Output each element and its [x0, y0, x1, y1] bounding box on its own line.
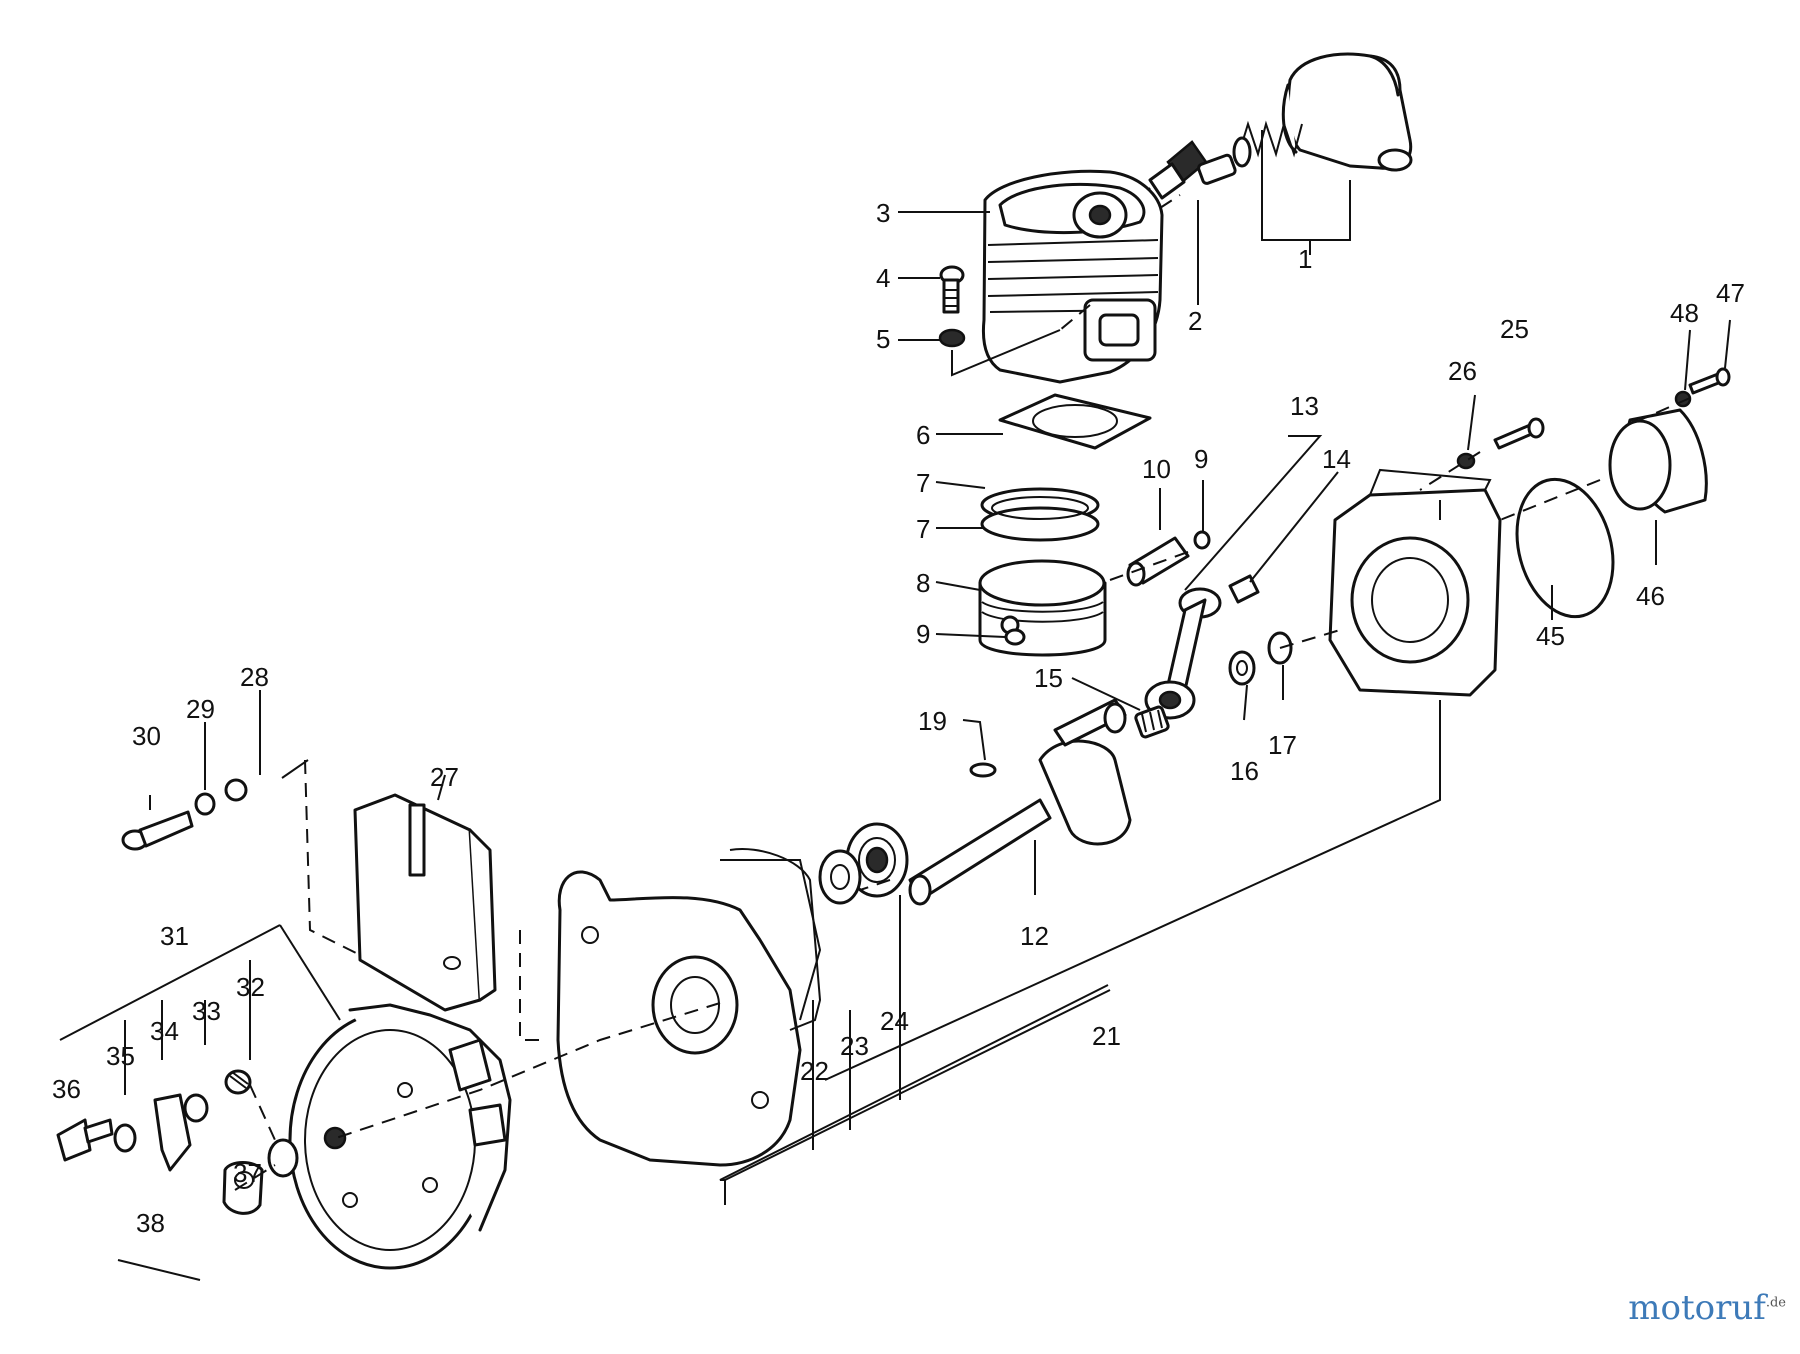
label-13: 13	[1290, 391, 1319, 421]
label-12: 12	[1020, 921, 1049, 951]
label-9a: 9	[1194, 444, 1208, 474]
label-6: 6	[916, 420, 930, 450]
coil-screw	[121, 810, 194, 851]
pawl-spring	[224, 1069, 252, 1095]
label-34: 34	[150, 1016, 179, 1046]
pawl-bushing	[183, 1093, 209, 1123]
coil-washer	[194, 792, 216, 816]
label-7a: 7	[916, 468, 930, 498]
label-3: 3	[876, 198, 890, 228]
label-48: 48	[1670, 298, 1699, 328]
label-47: 47	[1716, 278, 1745, 308]
crankshaft	[908, 698, 1132, 906]
ignition-coil	[353, 793, 497, 1012]
crankcase-screw	[1493, 417, 1545, 450]
cylinder-bolt	[939, 265, 965, 314]
label-30: 30	[132, 721, 161, 751]
starter-pawl	[153, 1093, 192, 1172]
label-2: 2	[1188, 306, 1202, 336]
label-32: 32	[236, 972, 265, 1002]
piston-pin	[1126, 536, 1190, 587]
label-15: 15	[1034, 663, 1063, 693]
cylinder	[981, 169, 1164, 384]
label-46: 46	[1636, 581, 1665, 611]
flywheel	[288, 1003, 512, 1270]
label-27: 27	[430, 762, 459, 792]
connecting-rod	[1144, 587, 1222, 720]
spark-plug-cap	[1281, 52, 1413, 172]
label-7b: 7	[916, 514, 930, 544]
label-33: 33	[192, 996, 221, 1026]
crankcase-washer	[1456, 452, 1476, 470]
label-22: 22	[800, 1056, 829, 1086]
woodruff-key	[969, 762, 997, 778]
label-24: 24	[880, 1006, 909, 1036]
pawl-screw	[56, 1118, 114, 1162]
assembly-lines	[234, 194, 1691, 1191]
small-end-bushing	[1228, 574, 1260, 604]
label-16: 16	[1230, 756, 1259, 786]
cylinder-gasket	[998, 393, 1152, 450]
label-17: 17	[1268, 730, 1297, 760]
part-labels: 1 2 3 4 5 6 7 7 8 9 10 9 13 14 15 16 17 …	[52, 198, 1745, 1238]
label-28: 28	[240, 662, 269, 692]
flywheel-washer	[267, 1138, 299, 1178]
crankcase-right	[1328, 468, 1502, 697]
label-45: 45	[1536, 621, 1565, 651]
crankcase-left	[556, 859, 822, 1167]
circlip-top	[1193, 530, 1211, 550]
label-25: 25	[1500, 314, 1529, 344]
label-9b: 9	[916, 619, 930, 649]
crank-bearing	[845, 822, 909, 898]
clutch-cover	[1608, 408, 1708, 514]
label-19: 19	[918, 706, 947, 736]
label-5: 5	[876, 324, 890, 354]
thrust-washer	[1228, 650, 1256, 686]
label-8: 8	[916, 568, 930, 598]
oil-seal	[818, 849, 862, 905]
label-35: 35	[106, 1041, 135, 1071]
leader-lines	[59, 130, 1731, 1281]
piston-rings	[980, 487, 1100, 542]
spark-plug-spring	[1232, 120, 1303, 168]
cover-screw	[1688, 367, 1731, 395]
label-36: 36	[52, 1074, 81, 1104]
spark-plug	[1139, 140, 1237, 200]
label-21: 21	[1092, 1021, 1121, 1051]
crankcase-gasket	[729, 848, 822, 1031]
motoruf-logo: motoruf.de	[1628, 1288, 1786, 1328]
clutch-cover-gasket	[1515, 477, 1615, 619]
label-23: 23	[840, 1031, 869, 1061]
flywheel-nut	[222, 1161, 264, 1215]
cylinder-washer	[938, 328, 966, 348]
label-4: 4	[876, 263, 890, 293]
label-10: 10	[1142, 454, 1171, 484]
label-38: 38	[136, 1208, 165, 1238]
label-1: 1	[1298, 244, 1312, 274]
label-14: 14	[1322, 444, 1351, 474]
needle-bearing	[1134, 705, 1170, 739]
circlip-bottom	[1004, 628, 1026, 646]
piston	[978, 559, 1107, 657]
label-31: 31	[160, 921, 189, 951]
label-37: 37	[233, 1158, 262, 1188]
label-29: 29	[186, 694, 215, 724]
coil-nut	[224, 778, 248, 802]
pawl-washer	[113, 1123, 137, 1153]
label-26: 26	[1448, 356, 1477, 386]
